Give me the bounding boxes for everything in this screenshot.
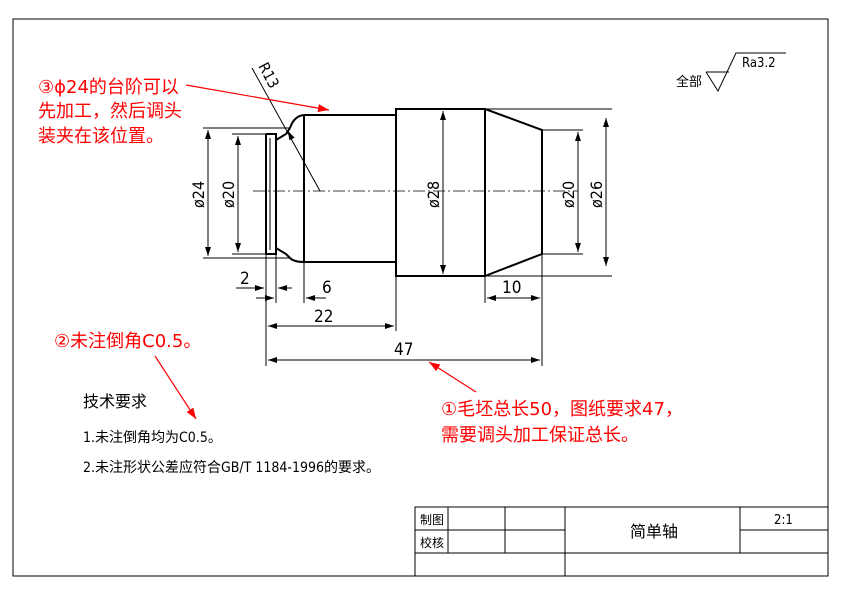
note-step-line2: 先加工，然后调头 — [38, 101, 182, 122]
dim-len-6: 6 — [322, 278, 332, 298]
red-annotations: ③ϕ24的台阶可以 先加工，然后调头 装夹在该位置。 ②未注倒角C0.5。 ①毛… — [38, 77, 683, 446]
title-drawn-label: 制图 — [420, 513, 444, 527]
roughness-value: Ra3.2 — [742, 56, 776, 71]
dim-r13: R13 — [254, 59, 282, 91]
note-chamfer: ②未注倒角C0.5。 — [54, 331, 201, 352]
title-block: 制图 校核 简单轴 2:1 — [414, 506, 829, 577]
dim-d20-right: ø20 — [559, 181, 578, 208]
note-length-arrow — [428, 361, 477, 393]
tech-req-item-1: 1.未注倒角均为C0.5。 — [83, 430, 222, 446]
note-step-line1: ③ϕ24的台阶可以 — [38, 77, 179, 98]
dim-len-10: 10 — [502, 278, 521, 298]
technical-requirements: 技术要求 1.未注倒角均为C0.5。 2.未注形状公差应符合GB/T 1184-… — [83, 392, 380, 476]
title-check-label: 校核 — [420, 535, 444, 550]
tech-req-item-2: 2.未注形状公差应符合GB/T 1184-1996的要求。 — [83, 459, 380, 476]
dim-d28: ø28 — [424, 181, 443, 208]
shaft-outline — [265, 108, 543, 277]
dim-len-47: 47 — [394, 340, 413, 360]
dim-len-22: 22 — [314, 307, 333, 327]
note-length-line2: 需要调头加工保证总长。 — [441, 425, 639, 446]
diameter-dimensions: ø24 ø20 ø28 ø20 ø26 — [189, 108, 612, 277]
note-step-line3: 装夹在该位置。 — [38, 126, 164, 147]
surface-finish-symbol: 全部 Ra3.2 — [676, 52, 786, 93]
surface-scope-label: 全部 — [676, 74, 702, 90]
dim-d20-left: ø20 — [219, 181, 238, 208]
radius-dimension: R13 — [251, 59, 321, 192]
note-chamfer-arrow — [154, 355, 197, 420]
length-dimensions: 2 6 22 10 47 — [236, 254, 543, 366]
dim-d24: ø24 — [189, 181, 208, 208]
dim-len-2: 2 — [240, 269, 250, 289]
title-scale: 2:1 — [774, 513, 793, 528]
dim-d26: ø26 — [587, 181, 606, 208]
tech-req-title: 技术要求 — [83, 392, 147, 411]
note-step-arrow — [185, 84, 330, 113]
note-length-line1: ①毛坯总长50，图纸要求47， — [441, 399, 683, 420]
title-part-name: 简单轴 — [630, 522, 678, 541]
